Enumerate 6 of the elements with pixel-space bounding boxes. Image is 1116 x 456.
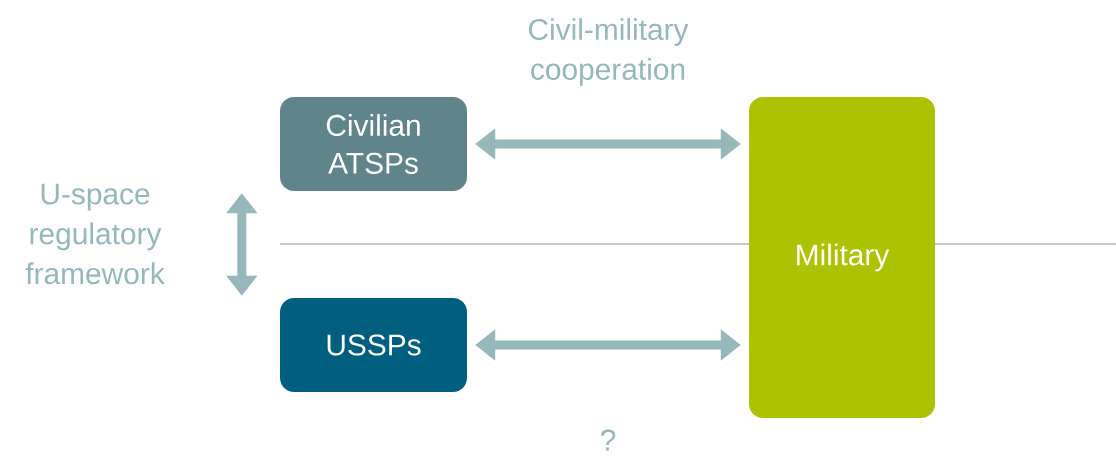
process-box: USSPs xyxy=(280,298,467,392)
edge-label: ? xyxy=(600,429,616,451)
process-box: Military xyxy=(749,97,935,418)
process-box: Civilian ATSPs xyxy=(280,97,467,191)
edge-label: Civil-military cooperation xyxy=(529,18,689,86)
edge-label: U-space regulatory framework xyxy=(25,183,165,285)
